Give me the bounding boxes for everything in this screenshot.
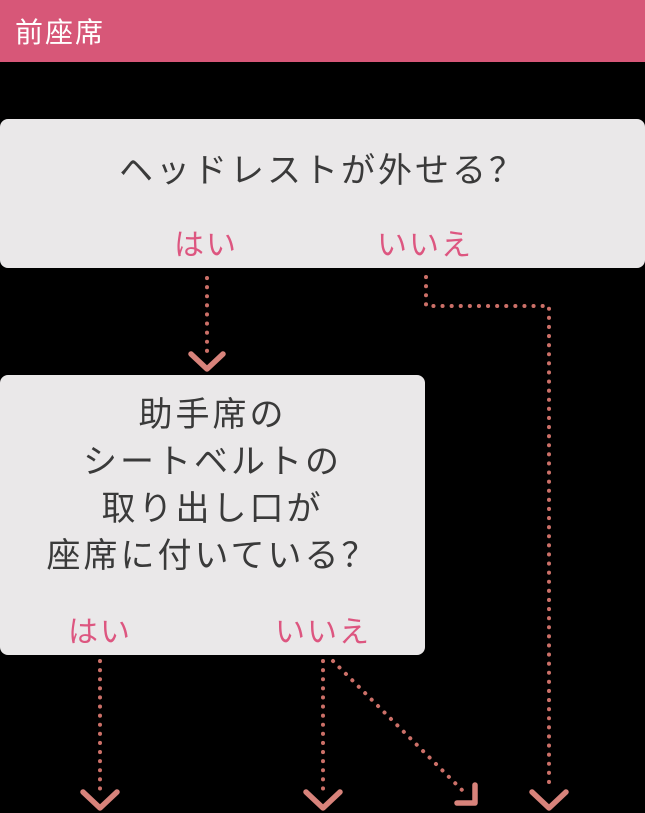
- question-box-seatbelt: 助手席の シートベルトの 取り出し口が 座席に付いている？ はい いいえ: [0, 375, 425, 655]
- arrow-q1-no-line: [424, 275, 551, 793]
- arrow-down-right-icon: [454, 782, 478, 806]
- answer-yes-label: はい: [174, 228, 238, 263]
- arrow-down-icon: [529, 789, 569, 811]
- answer-yes-label: はい: [68, 615, 132, 650]
- arrow-down-icon: [80, 789, 120, 811]
- question-line: 助手席の: [138, 395, 287, 435]
- section-title: 前座席: [15, 16, 106, 49]
- question-text-seatbelt: 助手席の シートベルトの 取り出し口が 座席に付いている？: [0, 392, 425, 580]
- arrow-down-icon: [303, 789, 343, 811]
- section-header: 前座席: [0, 0, 645, 62]
- arrow-down-icon: [188, 351, 226, 372]
- question-line: 取り出し口が: [101, 489, 324, 529]
- question-box-headrest: ヘッドレストが外せる？ はい いいえ: [0, 119, 645, 268]
- arrow-q2-no-diagonal-line: [331, 659, 464, 792]
- question-line: シートベルトの: [83, 442, 342, 482]
- question-text-headrest: ヘッドレストが外せる？: [119, 151, 526, 191]
- question-line: 座席に付いている？: [46, 536, 379, 576]
- answer-no-label: いいえ: [275, 615, 371, 650]
- answer-no-label: いいえ: [377, 228, 473, 263]
